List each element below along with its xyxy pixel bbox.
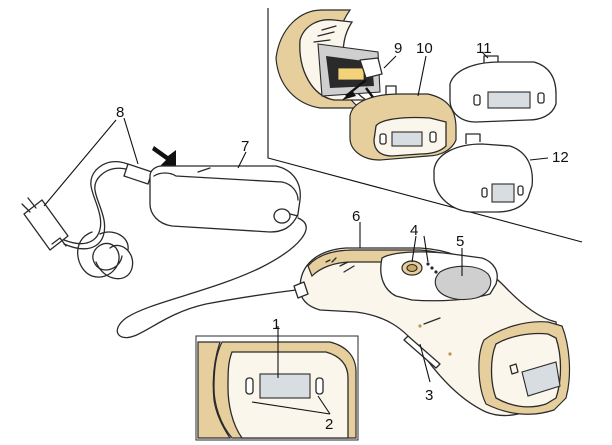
closeup-inset [195, 335, 359, 441]
callout-4: 4 [410, 222, 418, 239]
attachments-panel [267, 8, 583, 243]
callout-7: 7 [241, 138, 249, 155]
callout-11: 11 [476, 40, 492, 57]
leader-lines [43, 51, 549, 415]
adapter-cord [116, 217, 307, 339]
callout-3: 3 [425, 387, 433, 404]
attachment-12-white [433, 133, 534, 213]
callout-1: 1 [272, 316, 280, 333]
callout-12: 12 [552, 149, 569, 166]
callout-2: 2 [325, 416, 333, 433]
power-adapter [149, 165, 301, 233]
device-head-closeup [275, 9, 383, 109]
callout-10: 10 [416, 40, 433, 57]
callout-6: 6 [352, 208, 360, 225]
attachment-11-white [449, 55, 557, 123]
callout-8: 8 [116, 104, 124, 121]
callout-numbers: 1 2 3 4 5 6 7 8 9 10 11 12 [116, 40, 569, 433]
insert-arrow-8 [152, 146, 176, 166]
callout-9: 9 [394, 40, 402, 57]
attachment-10-gold [349, 85, 457, 161]
power-plug-and-cord [21, 161, 161, 280]
callout-5: 5 [456, 233, 464, 250]
